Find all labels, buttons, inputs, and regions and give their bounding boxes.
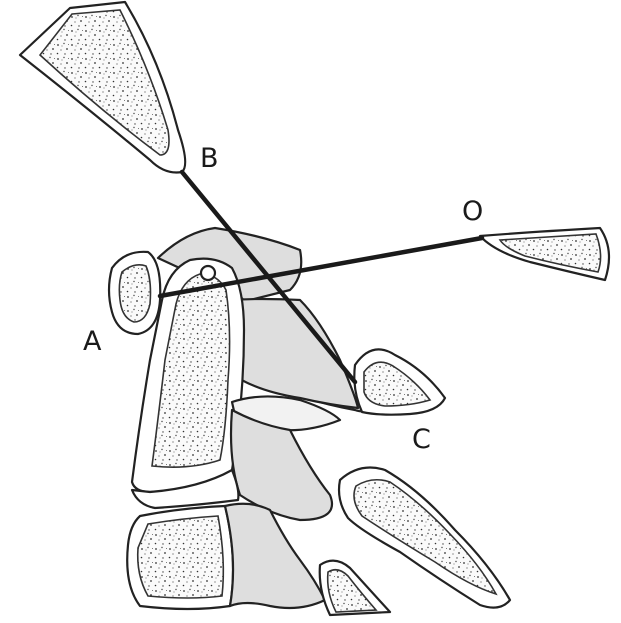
occipital-bone xyxy=(20,2,185,173)
vertebra-c4 xyxy=(127,506,233,609)
label-b: B xyxy=(200,143,219,174)
c2-spinous-process xyxy=(354,349,445,414)
atlas-anterior-arch xyxy=(109,252,160,334)
label-c: C xyxy=(412,424,431,455)
posterior-process xyxy=(480,228,609,280)
c4-spinous-process xyxy=(320,561,390,615)
label-o: O xyxy=(462,196,483,227)
label-a: A xyxy=(83,326,102,357)
